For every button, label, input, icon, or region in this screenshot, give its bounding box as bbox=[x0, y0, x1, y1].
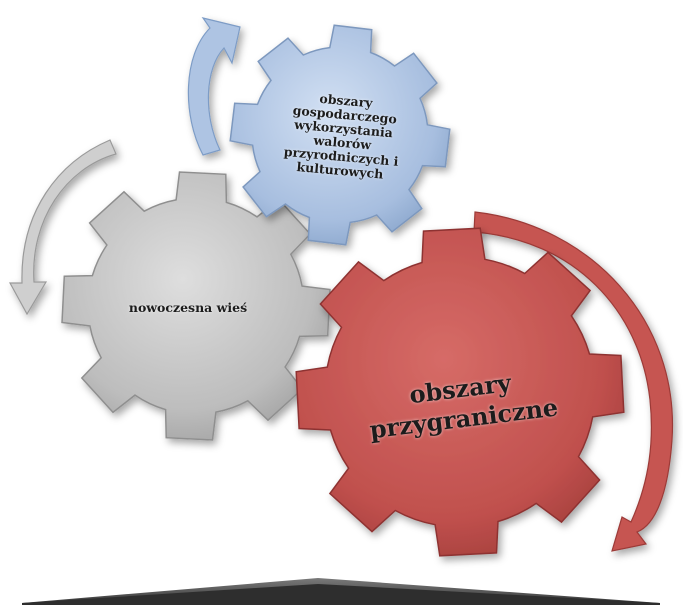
cycle-arrow-blue bbox=[187, 17, 241, 156]
cycle-arrow-red bbox=[473, 211, 674, 552]
gear-label-obszary-gospodarczego: obszary gospodarczego wykorzystania walo… bbox=[283, 90, 400, 182]
cycle-arrow-gray bbox=[8, 139, 117, 316]
gear-nowoczesna-wies bbox=[61, 171, 331, 441]
gear-label-nowoczesna-wies: nowoczesna wieś bbox=[128, 299, 248, 315]
gear-obszary-przygraniczne bbox=[295, 227, 625, 557]
base-platform bbox=[22, 578, 660, 605]
gear-obszary-gospodarczego bbox=[229, 24, 451, 246]
